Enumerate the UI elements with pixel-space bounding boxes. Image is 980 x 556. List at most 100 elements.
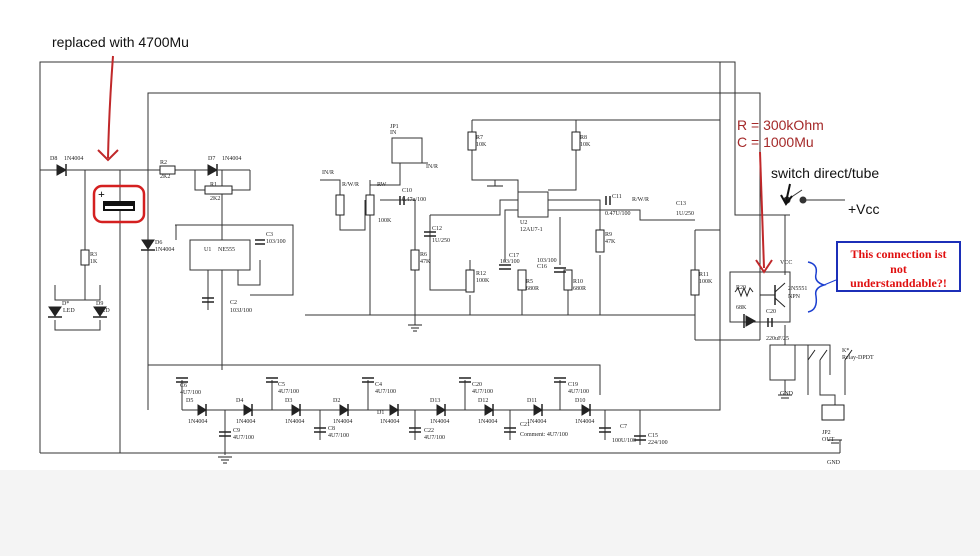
label-u1v: NE555 [218,247,235,253]
arrow-replaced [107,55,114,159]
label-c22v: 4U7/100 [424,435,445,441]
label-c12v: 1U/250 [432,238,450,244]
label-u2v: 12AU7-1 [520,227,543,233]
label-c20bv: 4U7/100 [472,389,493,395]
label-c16v: 103/100 [537,258,557,264]
label-d2v: 1N4004 [333,419,352,425]
label-d6v: 1N4004 [155,247,174,253]
components [48,131,853,464]
ladder-diodes [197,404,591,416]
label-r1: R1 [210,182,217,188]
label-d10: D10 [575,398,585,404]
label-r20v: 68K [736,305,747,311]
label-d6: D6 [155,240,162,246]
label-c6v: 4U7/100 [180,390,201,396]
label-q: 2N5551 [788,286,807,292]
led-dstar [48,306,62,317]
note-box: This connection ist not understanddable?… [836,241,961,292]
label-r6v: 47K [420,259,431,265]
label-r12v: 100K [476,278,490,284]
label-vcc_small: VCC [780,260,792,266]
label-gnd1: GND [780,391,794,397]
label-c11v: 0.47U/100 [605,211,631,217]
label-d8v: 1N4004 [64,156,83,162]
label-c2: C2 [230,300,237,306]
label-r10v: 680R [573,286,586,292]
label-d8: D8 [50,156,57,162]
label-c9: C9 [233,428,240,434]
label-jp2v: OUT [822,437,835,443]
resistor-r3 [80,249,90,266]
label-r100k: 100K [378,218,392,224]
label-r12: R12 [476,271,486,277]
note-line: This connection ist [850,247,947,261]
label-d13: D13 [430,398,440,404]
label-k: K* [842,348,849,354]
label-c19v: 4U7/100 [568,389,589,395]
svg-text:+: + [98,187,105,201]
label-r5: R5 [526,279,533,285]
label-jp1: JP1 [390,124,399,130]
resistor-r8 [571,131,581,151]
label-d1: D1 [377,410,384,416]
label-r2: R2 [160,160,167,166]
arrow-to-transistor [759,151,765,269]
label-inr1: IN/R [426,164,438,170]
label-d9: D9 [96,301,103,307]
label-d4: D4 [236,398,243,404]
label-rw: RW [377,182,387,188]
label-d7v: 1N4004 [222,156,241,162]
label-r11: R11 [699,272,709,278]
label-c9v: 4U7/100 [233,435,254,441]
diode-d8 [56,164,68,176]
label-c8: C8 [328,426,335,432]
label-c5: C5 [278,382,285,388]
label-c21: C21 [520,422,530,428]
ground-symbols [218,185,842,464]
brace [807,261,827,313]
label-dledv: LED [63,308,75,314]
label-u2: U2 [520,220,527,226]
label-d12v: 1N4004 [478,419,497,425]
arrow-head [97,149,119,162]
label-r20: R20 [736,285,746,291]
label-r9v: 47K [605,239,616,245]
label-rwr: R/W/R [342,182,359,188]
label-u1: U1 [204,247,211,253]
led-d9 [93,306,107,317]
label-d3v: 1N4004 [285,419,304,425]
label-d1v: 1N4004 [380,419,399,425]
label-c19: C19 [568,382,578,388]
annotation-replaced: replaced with 4700Mu [52,34,189,50]
label-r5v: 680R [526,286,539,292]
label-c7: C7 [620,424,627,430]
label-jp1v: IN [390,130,397,136]
label-d3: D3 [285,398,292,404]
label-c15: C15 [648,433,658,439]
label-c13: C13 [676,201,686,207]
label-r6: R6 [420,252,427,258]
label-r7v: 10K [476,142,487,148]
label-c2v: 103J/100 [230,308,252,314]
label-d5v: 1N4004 [188,419,207,425]
resistor-r9 [595,229,605,253]
label-c10v: 0.47u/100 [402,197,426,203]
label-c3: C3 [266,232,273,238]
annotation-capacitor-value: C = 1000Mu [737,134,814,150]
label-c22: C22 [424,428,434,434]
arrow-to-switch [785,183,791,203]
label-c20b: C20 [472,382,482,388]
label-c20v: 220uF/25 [766,336,789,342]
label-d7: D7 [208,156,215,162]
diode-d7 [207,164,219,176]
label-r10: R10 [573,279,583,285]
label-d13v: 1N4004 [430,419,449,425]
label-d11v: 1N4004 [527,419,546,425]
label-c10: C10 [402,188,412,194]
resistor-r12 [465,269,475,293]
label-d9v: LED [98,308,110,314]
ladder-capacitors [176,377,646,441]
label-c7v: 100U/100 [612,438,636,444]
label-r8v: 10K [580,142,591,148]
